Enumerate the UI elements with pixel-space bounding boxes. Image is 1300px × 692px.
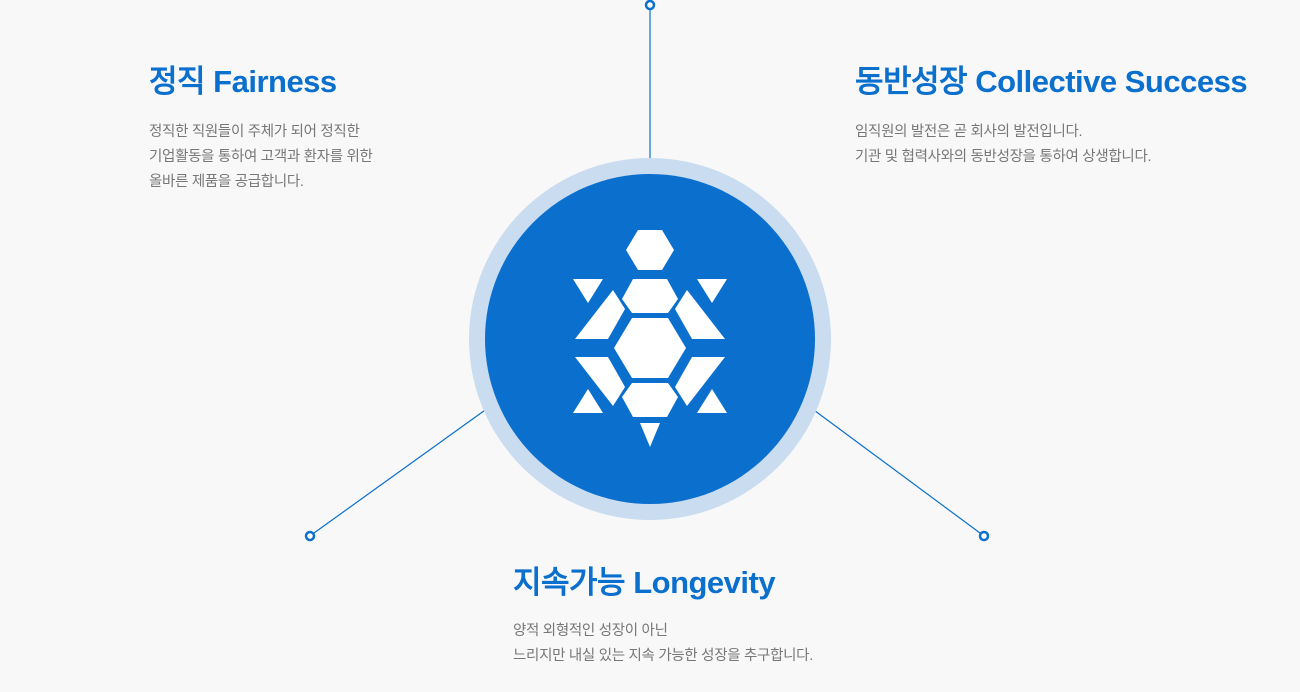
value-description-fairness: 정직한 직원들이 주체가 되어 정직한 기업활동을 통하여 고객과 환자를 위한… [149, 120, 373, 195]
connector-node-right [978, 530, 990, 542]
connector-node-top [644, 0, 656, 11]
description-line: 느리지만 내실 있는 지속 가능한 성장을 추구합니다. [513, 648, 813, 665]
value-title-longevity: 지속가능 Longevity [513, 565, 776, 600]
connector-node-left [304, 530, 316, 542]
value-title-collective-success: 동반성장 Collective Success [855, 64, 1248, 99]
turtle-icon [573, 230, 727, 447]
description-line: 양적 외형적인 성장이 아닌 [513, 623, 668, 640]
value-description-longevity: 양적 외형적인 성장이 아닌 느리지만 내실 있는 지속 가능한 성장을 추구합… [513, 619, 813, 669]
description-line: 기업활동을 통하여 고객과 환자를 위한 [149, 149, 373, 166]
value-longevity: 지속가능 Longevity 양적 외형적인 성장이 아닌 느리지만 내실 있는… [513, 564, 813, 669]
value-description-collective-success: 임직원의 발전은 곧 회사의 발전입니다. 기관 및 협력사와의 동반성장을 통… [855, 120, 1247, 170]
description-line: 기관 및 협력사와의 동반성장을 통하여 상생합니다. [855, 149, 1152, 166]
value-fairness: 정직 Fairness 정직한 직원들이 주체가 되어 정직한 기업활동을 통하… [149, 63, 373, 195]
emblem [469, 158, 831, 520]
value-collective-success: 동반성장 Collective Success 임직원의 발전은 곧 회사의 발… [855, 63, 1248, 170]
description-line: 올바른 제품을 공급합니다. [149, 174, 304, 191]
description-line: 정직한 직원들이 주체가 되어 정직한 [149, 124, 360, 141]
description-line: 임직원의 발전은 곧 회사의 발전입니다. [855, 124, 1083, 141]
value-title-fairness: 정직 Fairness [149, 64, 337, 99]
